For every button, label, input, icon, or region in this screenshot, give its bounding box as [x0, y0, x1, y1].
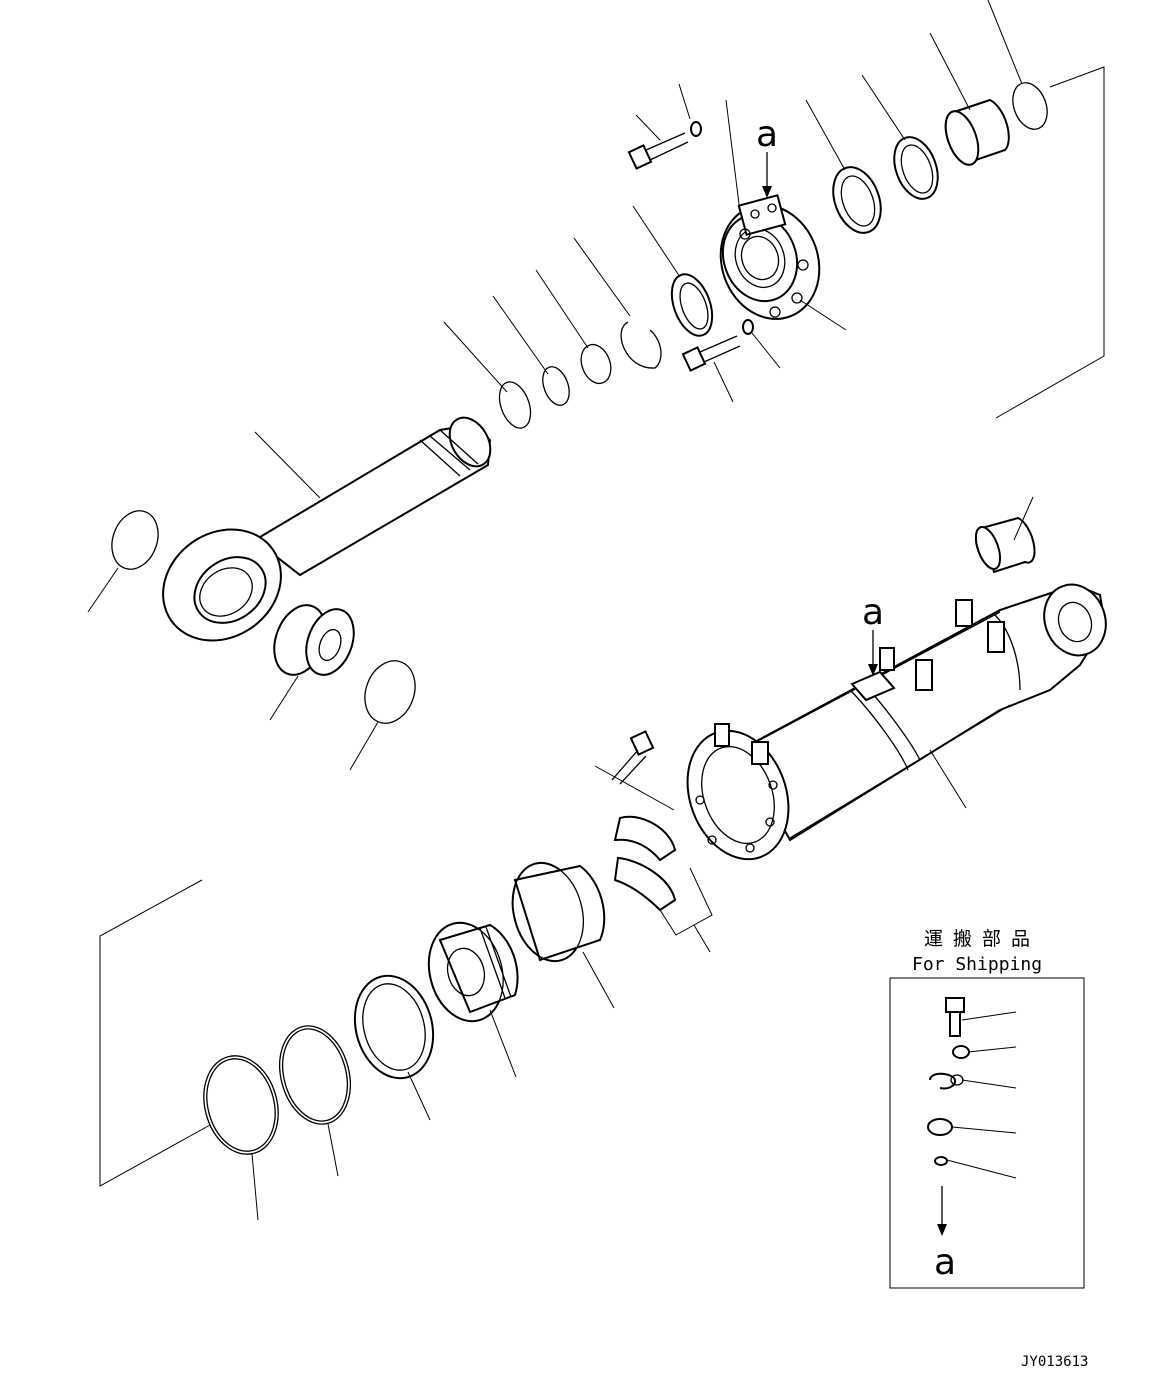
shipping-clip	[929, 1072, 956, 1090]
snap-ring-left	[111, 510, 159, 570]
split-ring-top	[613, 815, 677, 862]
leader-bolt-top	[635, 114, 661, 141]
shipping-title-jp: 運搬部品	[924, 928, 1040, 950]
snap-ring-c	[620, 321, 662, 369]
ring-3	[580, 343, 612, 385]
leader-cylinder-tube	[929, 749, 967, 809]
piston-ring	[353, 974, 435, 1080]
leader-bolt-split	[594, 765, 675, 811]
leader-washer-top	[678, 83, 691, 120]
leader-ring-2	[492, 295, 549, 375]
seal-2	[893, 136, 939, 200]
washer-top	[690, 121, 702, 137]
ring-1	[498, 381, 532, 429]
leader-seal-2	[861, 74, 906, 141]
cylinder-head	[719, 194, 821, 320]
leader-snap-ring-right	[349, 721, 379, 771]
leader-ring-3	[535, 269, 589, 349]
leader-piston	[489, 1009, 517, 1078]
leader-snap-ring-top	[987, 0, 1023, 85]
piston-rod	[162, 416, 492, 642]
label-a-tube: a	[862, 592, 884, 633]
bolt-lower	[681, 335, 741, 372]
shipping-arrow-tip	[937, 1224, 947, 1236]
o-ring	[279, 1025, 351, 1125]
shipping-cap	[927, 1118, 953, 1136]
label-a-shipping: a	[934, 1242, 956, 1283]
bolt-top	[627, 132, 689, 170]
upper-group-bracket	[995, 66, 1105, 419]
leader-sleeve-tube-end	[1013, 496, 1034, 541]
lower-group-bracket	[99, 879, 211, 1187]
leader-washer-lower	[751, 332, 781, 369]
cylinder-tube	[686, 583, 1107, 861]
arrow-head-tip	[762, 186, 772, 198]
seal-1	[832, 166, 882, 234]
bolt-split	[611, 730, 655, 785]
shipping-box	[889, 977, 1085, 1289]
leader-sleeve-top	[929, 32, 971, 111]
bushing-ring	[670, 273, 714, 337]
shipping-plug	[934, 1156, 948, 1166]
wear-ring-large	[511, 861, 606, 963]
leader-cylinder-head	[799, 299, 847, 331]
ring-2	[542, 366, 570, 406]
leader-seal-1	[805, 99, 846, 171]
leader-piston-ring	[407, 1071, 431, 1121]
snap-ring-right	[364, 660, 416, 724]
leader-backup-ring	[251, 1153, 259, 1221]
leader-snap-ring-left	[87, 567, 119, 613]
shipping-title-en: For Shipping	[912, 954, 1042, 975]
label-a-head: a	[756, 114, 778, 155]
snap-ring-top	[1012, 82, 1048, 130]
leader-head-top	[725, 99, 741, 213]
leader-bolt-lower	[713, 361, 734, 403]
leader-snap-ring-c	[573, 237, 631, 317]
leader-bushing-ring	[632, 205, 681, 278]
backup-ring	[203, 1055, 279, 1155]
washer-lower	[742, 319, 754, 335]
leader-bushing	[269, 675, 299, 721]
piston	[427, 921, 519, 1023]
rod-bushing	[273, 604, 355, 676]
sleeve-top	[944, 98, 1010, 166]
leader-ring-1	[443, 321, 508, 393]
shipping-bolt	[945, 997, 965, 1037]
drawing-code: JY013613	[1021, 1354, 1088, 1370]
sleeve-tube-end	[974, 516, 1036, 574]
split-ring-bottom	[613, 856, 677, 912]
leader-wear-ring-large	[582, 951, 615, 1009]
leader-o-ring	[327, 1123, 339, 1177]
shipping-washer	[952, 1045, 970, 1059]
leader-rod	[254, 431, 321, 499]
arrow-tube-tip	[868, 664, 878, 676]
